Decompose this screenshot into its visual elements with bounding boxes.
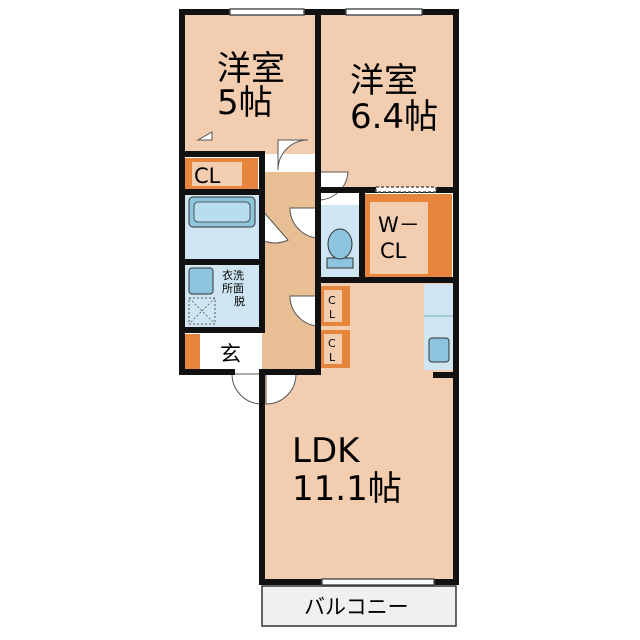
closet-3-label-c: C: [328, 337, 336, 350]
washroom-label-1: 衣洗: [222, 268, 244, 282]
door-western-1: [277, 139, 309, 171]
western-room-1-floor: [182, 12, 318, 154]
entrance-label: 玄: [220, 342, 241, 366]
balcony: [261, 585, 457, 627]
kitchen-sink-icon: [428, 337, 450, 363]
washroom-label-3: 脱: [234, 294, 245, 308]
door-closet-1: [196, 131, 213, 141]
closet-2-label-l: L: [329, 308, 336, 321]
room-floors: [182, 12, 456, 582]
closet-2-label-c: C: [328, 294, 336, 307]
closets: [184, 158, 452, 370]
door-entrance: [231, 373, 263, 405]
washbasin-icon: [188, 267, 214, 295]
closet-3-inner: [324, 334, 342, 364]
closet-3-label-l: L: [329, 351, 336, 364]
fixtures: [188, 196, 454, 363]
walk-in-closet-inner: [370, 202, 428, 274]
wic-label-line2: CL: [380, 239, 407, 263]
ldk-name: LDK: [292, 431, 361, 471]
western-room-2-floor: [318, 12, 456, 190]
entrance-shoe-closet: [184, 334, 200, 370]
windows: [229, 8, 437, 586]
western-room-2-size: 6.4帖: [350, 97, 438, 137]
western-room-1-name: 洋室: [217, 49, 285, 89]
washroom-label-2: 所面: [222, 282, 244, 295]
wic-label-line1: W－: [378, 213, 420, 237]
door-ldk: [265, 373, 297, 405]
balcony-area: [261, 585, 457, 627]
door-western-2: [317, 171, 349, 201]
corridor-floor: [262, 172, 318, 372]
closet-1-inner: [192, 162, 242, 186]
labels: 洋室 5帖 洋室 6.4帖 LDK 11.1帖 W－ CL CL C L C L…: [194, 49, 438, 619]
closet-2-inner: [324, 290, 342, 322]
western-room-1-size: 5帖: [217, 83, 273, 123]
balcony-label: バルコニー: [304, 595, 409, 619]
washer-space-icon: [188, 297, 216, 325]
western-room-2-name: 洋室: [350, 61, 418, 101]
toilet-bowl-icon: [327, 228, 353, 260]
closet-1-label: CL: [194, 164, 221, 188]
bathtub-inner: [193, 201, 251, 223]
ldk-size: 11.1帖: [292, 469, 402, 509]
